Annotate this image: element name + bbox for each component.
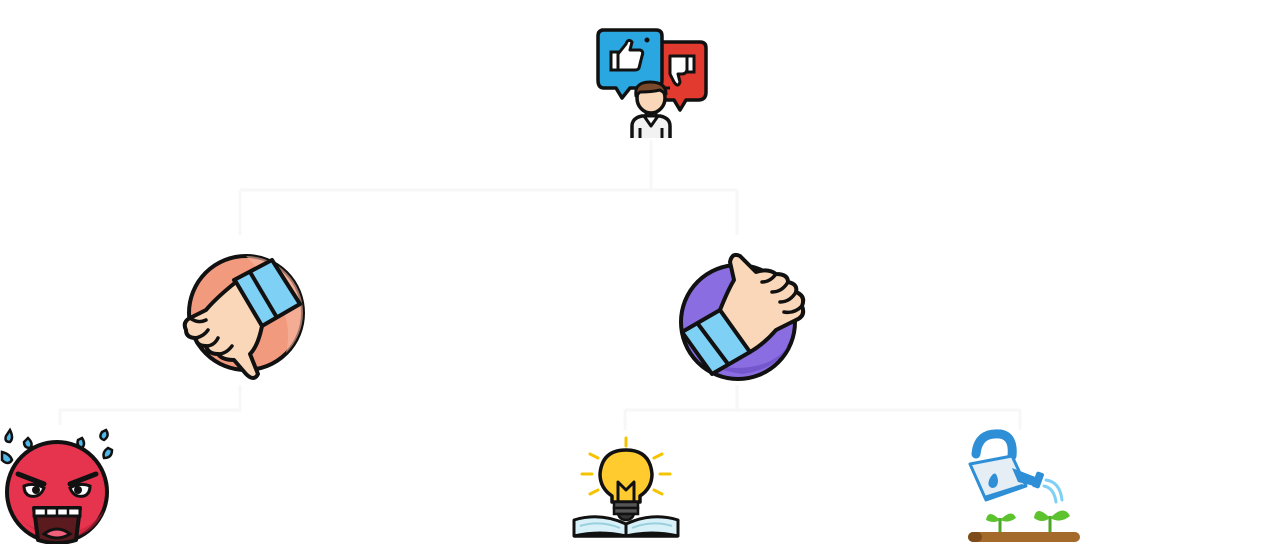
lightbulb-book-icon [572,436,680,538]
angry-face-icon [0,427,114,544]
lightbulb-book-node[interactable] [572,436,680,540]
connector-negative-branch [58,385,242,425]
connector-root-branch [238,140,739,235]
angry-face-node[interactable] [0,427,116,544]
connector-positive-branch [623,385,1022,430]
thumbs-up-node[interactable] [676,250,812,384]
thumbs-up-icon [679,252,806,381]
watering-can-plants-node[interactable] [964,428,1082,544]
thumbs-down-node[interactable] [176,250,310,384]
thumbs-down-icon [182,254,305,380]
feedback-icon [596,28,708,138]
watering-can-plants-icon [968,429,1080,542]
feedback-node[interactable] [594,26,710,140]
